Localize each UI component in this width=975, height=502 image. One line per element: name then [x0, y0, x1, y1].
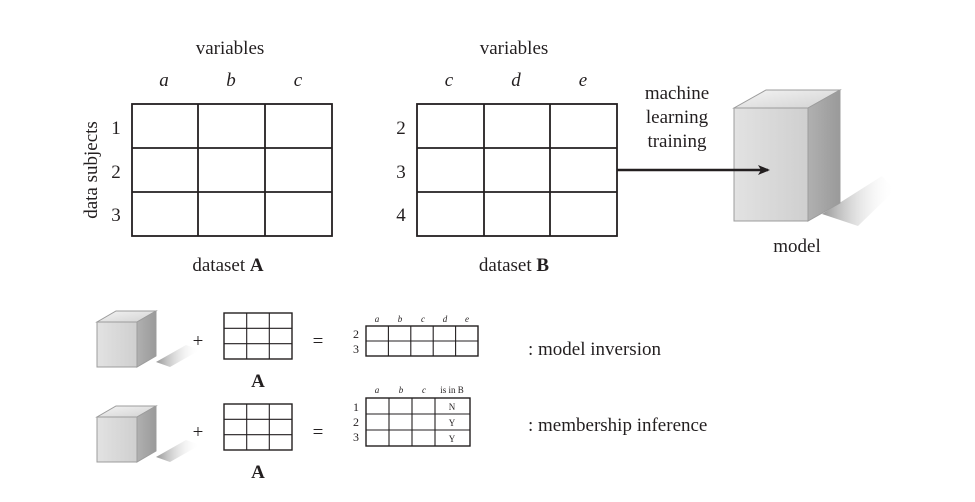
model-cube [732, 89, 895, 226]
inversion-row-3: 3 [353, 342, 359, 356]
model-inversion-row: + A = a b c d e 2 3 : model inversion [95, 310, 661, 392]
dataset-b-grid [416, 103, 618, 237]
small-model-cube [95, 405, 200, 463]
dataset-a-caption: dataset A [192, 255, 264, 276]
dataset-b-col-d: d [511, 70, 521, 91]
dataset-a: variables a b c data subjects 1 2 3 data… [81, 38, 333, 276]
membership-col-a: a [375, 385, 380, 395]
membership-col-is-in-b: is in B [440, 385, 464, 395]
dataset-b-row-2: 2 [396, 118, 406, 139]
inversion-grid-label: A [251, 371, 265, 392]
dataset-a-col-b: b [226, 70, 236, 91]
membership-row-1: 1 [353, 400, 359, 414]
membership-input-grid [223, 403, 293, 451]
inversion-row-2: 2 [353, 327, 359, 341]
training-label-line-1: machine [645, 83, 709, 104]
dataset-b-row-3: 3 [396, 162, 406, 183]
model-label: model [773, 236, 821, 257]
dataset-b-caption: dataset B [479, 255, 550, 276]
inversion-col-a: a [375, 314, 380, 324]
membership-value-row-3: Y [449, 434, 456, 444]
membership-row-3: 3 [353, 430, 359, 444]
membership-value-row-2: Y [449, 418, 456, 428]
dataset-b-row-4: 4 [396, 205, 406, 226]
dataset-a-header: variables [196, 38, 265, 59]
inversion-col-c: c [421, 314, 425, 324]
inversion-description: : model inversion [528, 339, 661, 360]
training-label-line-3: training [647, 131, 707, 152]
inversion-equals: = [313, 331, 324, 352]
inversion-result-table: a b c d e 2 3 [353, 314, 479, 357]
membership-grid-label: A [251, 462, 265, 483]
small-model-cube [95, 310, 200, 368]
inversion-col-b: b [398, 314, 403, 324]
dataset-b-header: variables [480, 38, 549, 59]
dataset-a-row-1: 1 [111, 118, 121, 139]
dataset-a-col-a: a [159, 70, 169, 91]
dataset-a-row-2: 2 [111, 162, 121, 183]
membership-equals: = [313, 422, 324, 443]
dataset-b-col-e: e [579, 70, 587, 91]
dataset-a-grid [131, 103, 333, 237]
inversion-col-d: d [443, 314, 448, 324]
inversion-input-grid [223, 312, 293, 360]
row-axis-label: data subjects [81, 121, 102, 219]
membership-result-table: a b c is in B 1 2 3 N Y Y [353, 385, 471, 447]
membership-col-b: b [399, 385, 404, 395]
dataset-b-col-c: c [445, 70, 454, 91]
membership-value-row-1: N [449, 402, 456, 412]
dataset-a-col-c: c [294, 70, 303, 91]
membership-inference-row: + A = a b c is in B 1 2 3 N Y Y [95, 385, 707, 483]
inversion-col-e: e [465, 314, 469, 324]
membership-row-2: 2 [353, 415, 359, 429]
membership-plus: + [193, 422, 204, 443]
training-label-line-2: learning [646, 107, 709, 128]
inversion-plus: + [193, 331, 204, 352]
training-flow: machine learning training [645, 83, 709, 152]
membership-description: : membership inference [528, 415, 707, 436]
dataset-b: variables c d e 2 3 4 dataset B [396, 38, 618, 276]
membership-col-c: c [422, 385, 426, 395]
dataset-a-row-3: 3 [111, 205, 121, 226]
